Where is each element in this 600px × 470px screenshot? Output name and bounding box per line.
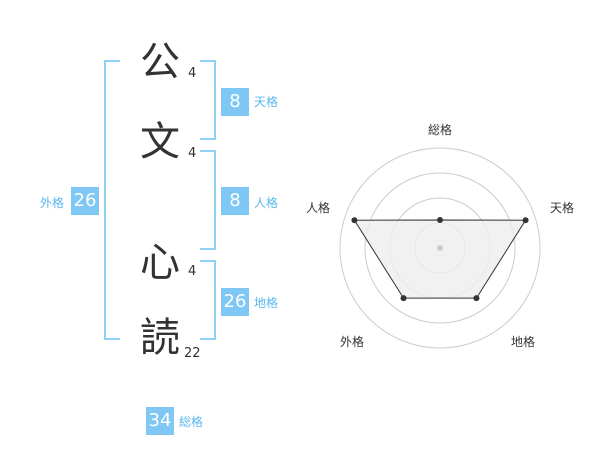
radar-point bbox=[437, 217, 443, 223]
tenkaku-label: 天格 bbox=[254, 95, 279, 109]
radar-polygon bbox=[353, 219, 527, 299]
name-char-3: 心 bbox=[140, 240, 180, 286]
radar-point bbox=[473, 295, 480, 302]
gaikaku-label: 外格 bbox=[40, 196, 65, 210]
tenkaku-bracket bbox=[200, 60, 216, 140]
jinkaku-score: 8 bbox=[221, 187, 249, 215]
chikaku-bracket bbox=[200, 260, 216, 340]
name-char-4-strokes: 22 bbox=[184, 346, 201, 361]
jinkaku-label: 人格 bbox=[254, 196, 279, 210]
name-char-3-strokes: 4 bbox=[188, 264, 197, 279]
name-char-1-strokes: 4 bbox=[188, 66, 197, 81]
chikaku-score: 26 bbox=[221, 288, 249, 316]
radar-label-chikaku: 地格 bbox=[511, 335, 536, 349]
radar-point bbox=[400, 295, 407, 302]
name-char-2-strokes: 4 bbox=[188, 146, 197, 161]
chikaku-label: 地格 bbox=[254, 296, 279, 310]
name-char-2: 文 bbox=[140, 119, 180, 165]
gaikaku-score: 26 bbox=[71, 187, 99, 215]
radar-point bbox=[351, 217, 358, 224]
soukaku-score: 34 bbox=[146, 407, 174, 435]
radar-ring bbox=[364, 172, 516, 324]
radar-label-tenkaku: 天格 bbox=[550, 201, 575, 215]
tenkaku-score: 8 bbox=[221, 88, 249, 116]
jinkaku-bracket bbox=[200, 150, 216, 250]
radar-label-soukaku: 総格 bbox=[428, 123, 453, 137]
radar-label-jinkaku: 人格 bbox=[306, 201, 331, 215]
radar-ring bbox=[339, 147, 541, 349]
radar-label-gaikaku: 外格 bbox=[340, 335, 365, 349]
radar-center-dot bbox=[437, 245, 443, 251]
radar-point bbox=[522, 217, 529, 224]
soukaku-label: 総格 bbox=[179, 415, 204, 429]
name-char-4: 読 bbox=[140, 315, 180, 361]
name-char-1: 公 bbox=[140, 39, 180, 85]
gaikaku-bracket bbox=[104, 60, 120, 340]
